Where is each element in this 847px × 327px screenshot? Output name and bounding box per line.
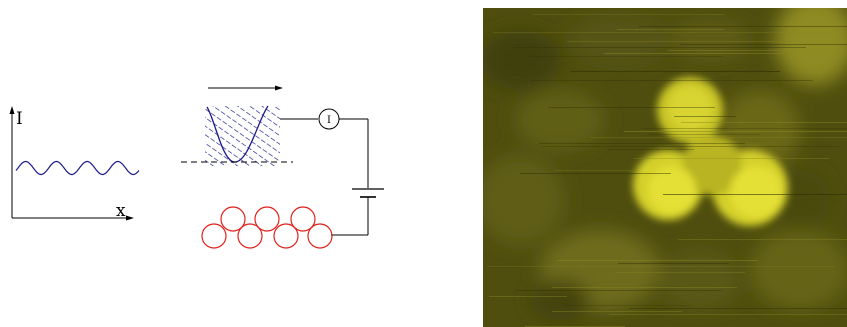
- scan-streak: [609, 314, 847, 315]
- scan-streak: [552, 311, 682, 312]
- scan-streak: [642, 128, 847, 129]
- scan-streak: [681, 122, 847, 123]
- y-axis-label: I: [16, 109, 23, 129]
- stm-image: [483, 8, 847, 327]
- scan-streak: [489, 296, 567, 297]
- scan-streak: [520, 173, 671, 174]
- scan-streak: [542, 146, 839, 147]
- scan-line-artifacts: [487, 14, 847, 327]
- scan-streak: [516, 290, 721, 291]
- sample-atom: [290, 206, 316, 232]
- scan-streak: [567, 41, 792, 42]
- scan-streak: [487, 266, 835, 267]
- sample-atom: [254, 206, 280, 232]
- sample-atom: [307, 223, 333, 249]
- scan-streak: [615, 272, 745, 273]
- sample-atom: [201, 223, 227, 249]
- current-graph: I x: [9, 106, 140, 221]
- scan-streak: [678, 239, 847, 240]
- scan-streak: [634, 158, 829, 159]
- scan-streak: [564, 305, 691, 306]
- scan-streak: [493, 32, 835, 33]
- scan-streak: [624, 131, 847, 132]
- scan-streak: [548, 107, 715, 108]
- right-arrow-icon: [275, 85, 283, 91]
- scan-streak: [617, 29, 724, 30]
- stm-schematic: I: [181, 85, 384, 249]
- scan-streak: [663, 194, 847, 195]
- scan-streak: [618, 263, 729, 264]
- scan-streak: [552, 287, 737, 288]
- scan-streak: [629, 308, 847, 309]
- scan-streak: [555, 170, 638, 171]
- scan-streak: [608, 149, 694, 150]
- sample-atom: [273, 223, 299, 249]
- sample-atom: [220, 206, 246, 232]
- x-axis-arrowhead: [126, 215, 134, 221]
- scan-streak: [649, 134, 760, 135]
- scan-streak: [604, 53, 785, 54]
- scan-streak: [557, 260, 757, 261]
- y-axis-arrowhead: [9, 106, 15, 114]
- scan-streak: [514, 47, 806, 48]
- scan-streak: [571, 71, 780, 72]
- scan-streak: [674, 116, 736, 117]
- scan-streak: [532, 14, 725, 15]
- scan-streak: [639, 26, 847, 27]
- sample-atom: [237, 223, 263, 249]
- scan-streak: [680, 44, 847, 45]
- x-axis-label: x: [116, 201, 126, 221]
- scan-streak: [530, 80, 813, 81]
- scan-streak: [668, 50, 800, 51]
- scan-streak: [590, 137, 847, 138]
- sample-atoms: [201, 206, 333, 249]
- current-signal-curve: [15, 160, 140, 176]
- scan-streak: [528, 56, 723, 57]
- scan-streak: [539, 143, 745, 144]
- ammeter-label: I: [327, 115, 331, 126]
- battery-icon: [352, 188, 384, 198]
